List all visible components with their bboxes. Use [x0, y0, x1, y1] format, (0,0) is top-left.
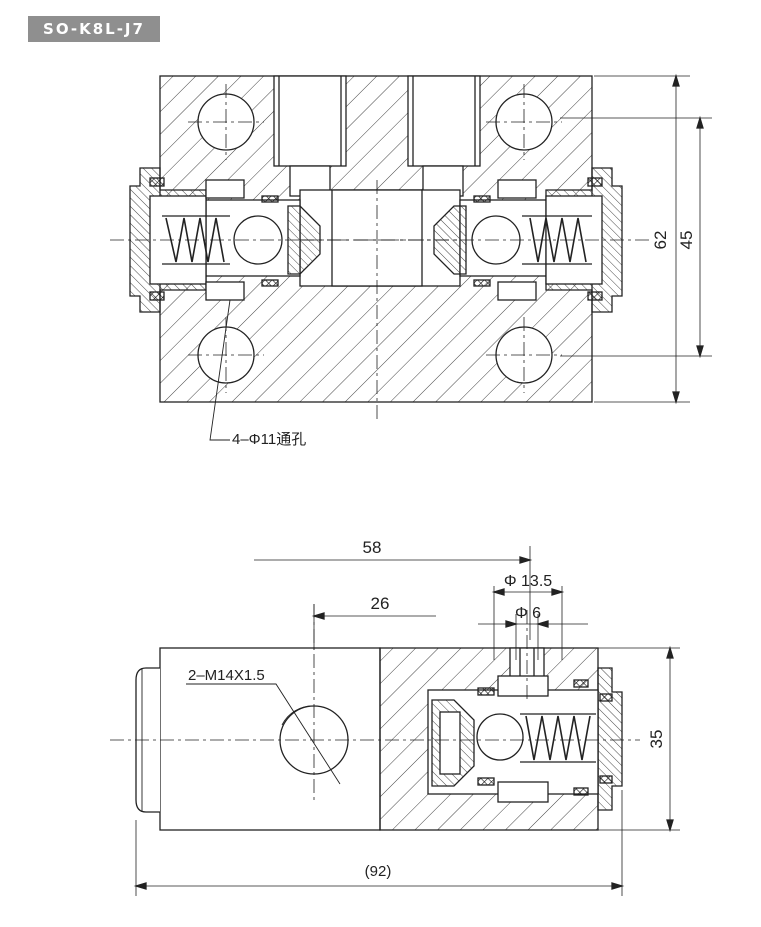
dim-phi-13-5: Φ 13.5 [504, 573, 552, 590]
side-ball [476, 713, 524, 761]
dim-phi-6: Φ 6 [515, 605, 541, 622]
top-view [110, 73, 712, 441]
dim-45: 45 [677, 231, 696, 250]
dim-58: 58 [363, 538, 382, 557]
top-port-left [273, 75, 347, 167]
top-port-right [407, 75, 481, 167]
side-right-cap [597, 667, 623, 811]
top-ball-left [233, 215, 283, 265]
side-spring [520, 713, 596, 763]
callout-holes: 4–Φ11通孔 [232, 431, 306, 448]
top-spring-right [522, 215, 592, 265]
dim-26: 26 [371, 594, 390, 613]
model-code-badge: SO-K8L-J7 [28, 16, 160, 42]
side-view [110, 546, 680, 896]
dim-92: (92) [365, 863, 392, 880]
dim-62: 62 [651, 231, 670, 250]
dim-35: 35 [647, 730, 666, 749]
callout-thread: 2–M14X1.5 [188, 667, 265, 684]
